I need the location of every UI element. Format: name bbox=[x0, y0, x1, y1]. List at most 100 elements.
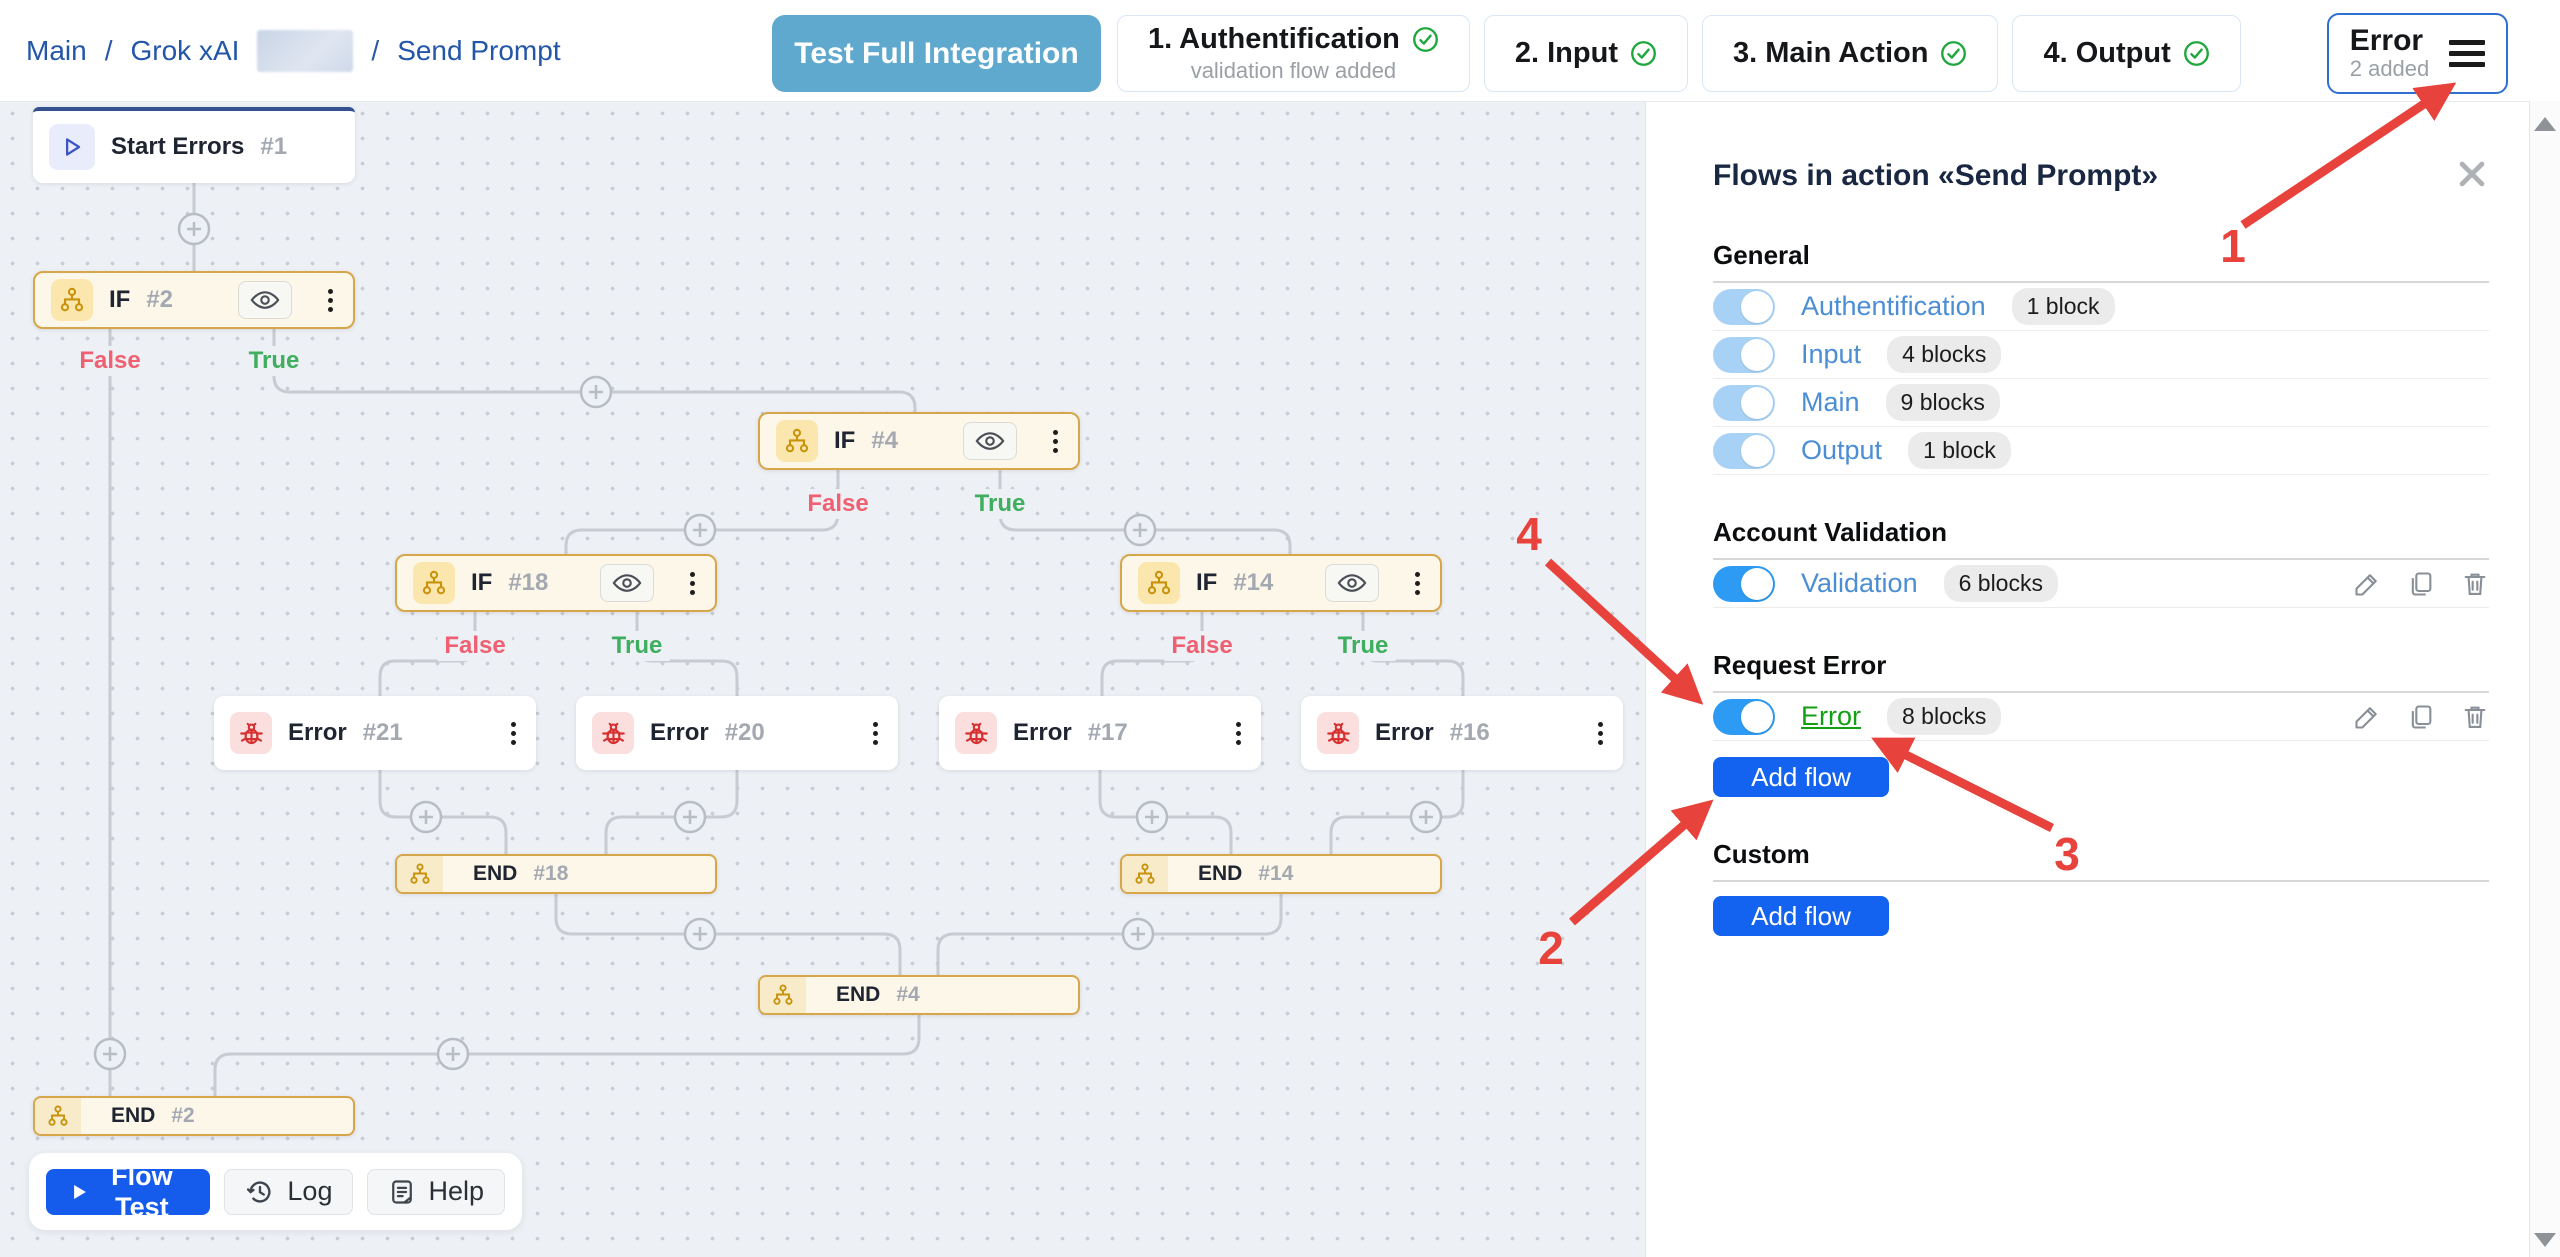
toggle-main[interactable] bbox=[1713, 384, 1775, 421]
node-end-4[interactable]: END#4 bbox=[758, 975, 1080, 1015]
node-error-17[interactable]: Error#17 bbox=[939, 696, 1261, 770]
flow-link-authentification[interactable]: Authentification bbox=[1801, 291, 1986, 321]
toggle-output[interactable] bbox=[1713, 432, 1775, 469]
view-conditions-button[interactable] bbox=[963, 422, 1017, 460]
add-block-plus-junction[interactable] bbox=[1135, 800, 1169, 834]
scroll-down-arrow[interactable] bbox=[2534, 1233, 2556, 1247]
add-flow-button-custom[interactable]: Add flow bbox=[1713, 896, 1889, 936]
add-block-plus-junction[interactable] bbox=[1409, 800, 1443, 834]
toggle-input[interactable] bbox=[1713, 336, 1775, 373]
branch-label-true: True bbox=[1330, 631, 1396, 661]
node-menu-button[interactable] bbox=[686, 568, 699, 599]
breadcrumb-action[interactable]: Send Prompt bbox=[397, 34, 561, 66]
branch-label-false: False bbox=[72, 346, 148, 376]
node-menu-button[interactable] bbox=[324, 285, 337, 316]
branch-label-true: True bbox=[604, 631, 670, 661]
node-error-16[interactable]: Error#16 bbox=[1301, 696, 1623, 770]
edit-icon[interactable] bbox=[2353, 703, 2381, 731]
tab-step-2[interactable]: 2. Input bbox=[1483, 15, 1688, 92]
node-number: #17 bbox=[1087, 719, 1128, 746]
node-number: #18 bbox=[533, 862, 569, 885]
node-title: END bbox=[836, 983, 881, 1006]
block-count-badge: 1 block bbox=[2011, 288, 2115, 325]
add-block-plus-junction[interactable] bbox=[683, 513, 717, 547]
add-block-plus-junction[interactable] bbox=[409, 800, 443, 834]
add-block-plus-junction[interactable] bbox=[1121, 917, 1155, 951]
scroll-up-arrow[interactable] bbox=[2534, 117, 2556, 131]
node-number: #4 bbox=[871, 427, 899, 454]
delete-icon[interactable] bbox=[2461, 703, 2489, 731]
flow-link-main[interactable]: Main bbox=[1801, 387, 1860, 417]
close-panel-button[interactable] bbox=[2455, 157, 2489, 194]
log-button[interactable]: Log bbox=[224, 1168, 354, 1215]
node-end-18[interactable]: END#18 bbox=[395, 854, 717, 894]
tab-step-3[interactable]: 3. Main Action bbox=[1701, 15, 1999, 92]
flow-test-button[interactable]: Flow Test bbox=[46, 1161, 211, 1222]
check-circle-icon bbox=[1412, 26, 1439, 53]
copy-icon[interactable] bbox=[2407, 570, 2435, 598]
delete-icon[interactable] bbox=[2461, 570, 2489, 598]
node-title: IF bbox=[471, 569, 493, 596]
node-error-21[interactable]: Error#21 bbox=[214, 696, 536, 770]
branch-label-false: False bbox=[800, 489, 876, 519]
node-menu-button[interactable] bbox=[507, 718, 520, 749]
toggle-authentification[interactable] bbox=[1713, 288, 1775, 325]
step-label: 4. Output bbox=[2043, 37, 2171, 69]
hamburger-menu-icon[interactable] bbox=[2449, 40, 2486, 67]
tab-step-4[interactable]: 4. Output bbox=[2012, 15, 2241, 92]
copy-icon[interactable] bbox=[2407, 703, 2435, 731]
node-if-18[interactable]: IF #18 bbox=[395, 554, 717, 612]
vertical-scrollbar[interactable] bbox=[2529, 101, 2560, 1257]
bug-icon bbox=[1317, 712, 1359, 754]
view-conditions-button[interactable] bbox=[238, 281, 292, 319]
node-error-20[interactable]: Error#20 bbox=[576, 696, 898, 770]
toggle-validation[interactable] bbox=[1713, 565, 1775, 602]
node-menu-button[interactable] bbox=[1049, 426, 1062, 457]
error-tab-count: 2 added bbox=[2349, 56, 2430, 82]
add-block-plus-junction[interactable] bbox=[93, 1037, 127, 1071]
add-block-plus-junction[interactable] bbox=[436, 1037, 470, 1071]
node-menu-button[interactable] bbox=[1411, 568, 1424, 599]
add-block-plus-junction[interactable] bbox=[673, 800, 707, 834]
view-conditions-button[interactable] bbox=[600, 564, 654, 602]
branch-icon bbox=[397, 856, 443, 892]
breadcrumb-main[interactable]: Main bbox=[26, 34, 87, 66]
edit-icon[interactable] bbox=[2353, 570, 2381, 598]
flow-link-input[interactable]: Input bbox=[1801, 339, 1862, 369]
node-if-2[interactable]: IF#2 bbox=[33, 271, 355, 329]
block-count-badge: 1 block bbox=[1908, 432, 2011, 469]
view-conditions-button[interactable] bbox=[1325, 564, 1379, 602]
add-block-plus-junction[interactable] bbox=[683, 917, 717, 951]
add-block-plus-junction[interactable] bbox=[1123, 513, 1157, 547]
section-divider bbox=[1713, 281, 2489, 283]
breadcrumb-separator: / bbox=[371, 34, 380, 66]
flow-link-error[interactable]: Error bbox=[1801, 701, 1861, 731]
add-flow-button-request-error[interactable]: Add flow bbox=[1713, 757, 1889, 797]
node-menu-button[interactable] bbox=[1594, 718, 1607, 749]
history-clock-icon bbox=[247, 1180, 271, 1203]
node-menu-button[interactable] bbox=[1232, 718, 1245, 749]
node-menu-button[interactable] bbox=[869, 718, 882, 749]
toggle-error[interactable] bbox=[1713, 698, 1775, 735]
test-full-integration-button[interactable]: Test Full Integration bbox=[772, 15, 1101, 92]
node-number: #18 bbox=[508, 569, 549, 596]
node-start-errors-1[interactable]: Start Errors#1 bbox=[33, 107, 355, 183]
breadcrumb-app[interactable]: Grok xAI bbox=[130, 34, 240, 66]
flow-link-validation[interactable]: Validation bbox=[1801, 568, 1918, 598]
flow-link-output[interactable]: Output bbox=[1801, 435, 1883, 465]
redacted-account-name bbox=[257, 29, 354, 72]
check-circle-icon bbox=[1940, 40, 1967, 67]
node-end-2[interactable]: END#2 bbox=[33, 1096, 355, 1136]
add-block-plus-junction[interactable] bbox=[579, 375, 613, 409]
add-block-plus-junction[interactable] bbox=[177, 212, 211, 246]
node-if-14[interactable]: IF#14 bbox=[1120, 554, 1442, 612]
node-number: #1 bbox=[260, 133, 288, 160]
node-if-4[interactable]: IF#4 bbox=[758, 412, 1080, 470]
node-end-14[interactable]: END#14 bbox=[1120, 854, 1442, 894]
tab-error[interactable]: Error 2 added bbox=[2327, 13, 2508, 94]
help-button[interactable]: Help bbox=[367, 1168, 505, 1215]
